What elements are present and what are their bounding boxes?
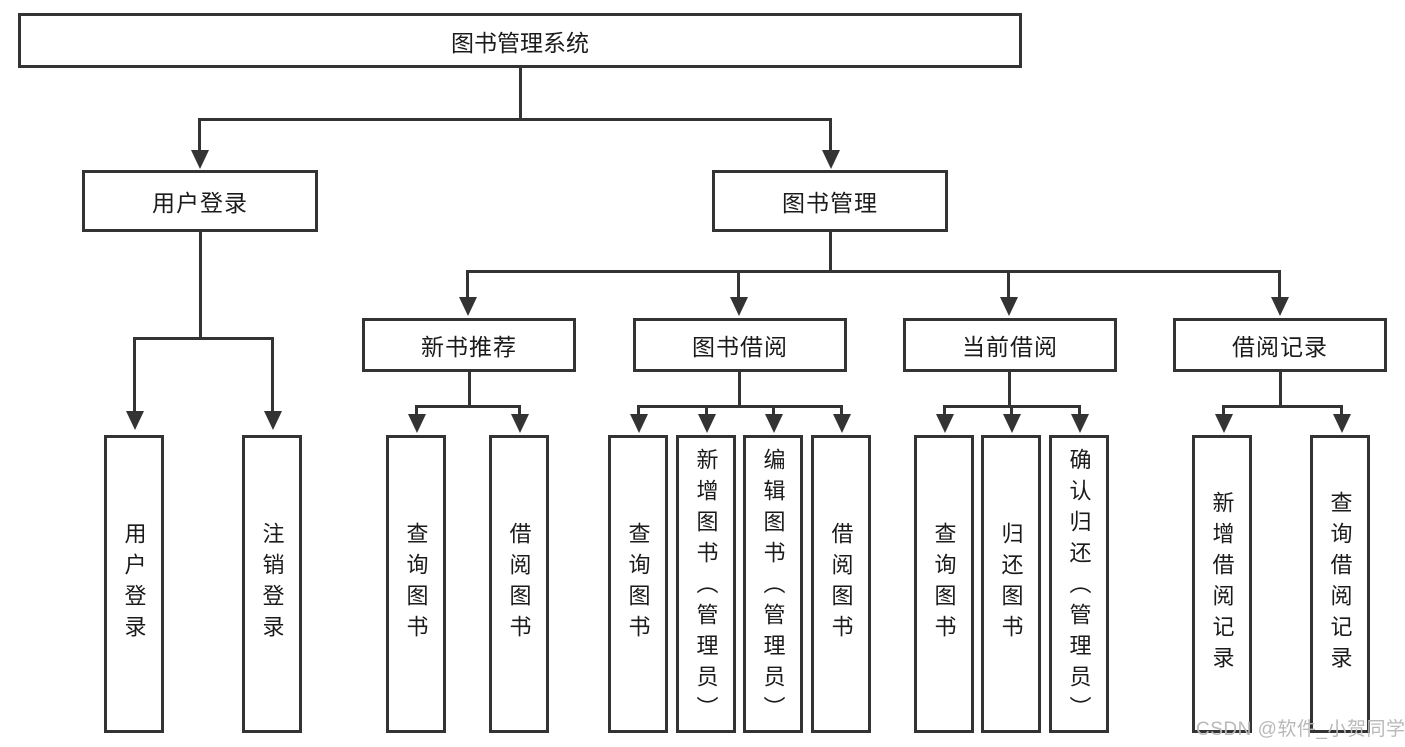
- node-label: 注销登录: [259, 522, 285, 646]
- node-label: 新增借阅记录: [1209, 491, 1235, 677]
- connector-to-new-book: [466, 270, 469, 298]
- node-current-borrow[interactable]: 当前借阅: [903, 318, 1117, 372]
- node-label: 编辑图书（管理员）: [760, 448, 786, 727]
- arrow-to-borrow-records: [1271, 297, 1289, 316]
- arrow-current-borrow-leaf1: [936, 414, 954, 433]
- arrow-to-new-book: [459, 297, 477, 316]
- connector-user-login-bus: [133, 337, 274, 340]
- leaf-query-book-recommend[interactable]: 查询图书: [386, 435, 446, 733]
- arrow-to-current-borrow: [1000, 297, 1018, 316]
- connector-to-book-borrow: [737, 270, 740, 298]
- node-label: 查询图书: [625, 522, 651, 646]
- arrow-book-borrow-leaf3: [765, 414, 783, 433]
- connector-to-borrow-records: [1278, 270, 1281, 298]
- arrow-borrow-records-leaf1: [1215, 414, 1233, 433]
- connector-book-borrow-bus: [637, 405, 842, 408]
- connector-user-login-stem: [199, 232, 202, 337]
- connector-book-borrow-leaf4: [840, 405, 843, 417]
- arrow-new-book-leaf2: [511, 414, 529, 433]
- node-book-management[interactable]: 图书管理: [712, 170, 948, 232]
- connector-borrow-records-leaf1: [1222, 405, 1225, 417]
- arrow-to-user-login: [191, 150, 209, 169]
- leaf-edit-book-admin[interactable]: 编辑图书（管理员）: [743, 435, 803, 733]
- node-label: 借阅图书: [828, 522, 854, 646]
- arrow-book-borrow-leaf2: [698, 414, 716, 433]
- node-label: 借阅记录: [1232, 334, 1328, 360]
- connector-user-login-leaf1: [133, 337, 136, 412]
- connector-to-user-login: [198, 118, 201, 151]
- node-label: 借阅图书: [506, 522, 532, 646]
- node-label: 确认归还（管理员）: [1066, 448, 1092, 727]
- node-new-book-recommend[interactable]: 新书推荐: [362, 318, 576, 372]
- leaf-query-book-borrow[interactable]: 查询图书: [608, 435, 668, 733]
- arrow-current-borrow-leaf2: [1003, 414, 1021, 433]
- connector-borrow-records-stem: [1279, 372, 1282, 405]
- connector-user-login-leaf2: [271, 337, 274, 412]
- leaf-confirm-return-admin[interactable]: 确认归还（管理员）: [1049, 435, 1109, 733]
- connector-current-borrow-stem: [1008, 372, 1011, 405]
- node-user-login[interactable]: 用户登录: [82, 170, 318, 232]
- connector-level1-bus: [198, 118, 832, 121]
- arrow-new-book-leaf1: [408, 414, 426, 433]
- connector-new-book-bus: [415, 405, 521, 408]
- node-label: 查询借阅记录: [1327, 491, 1353, 677]
- leaf-logout[interactable]: 注销登录: [242, 435, 302, 733]
- connector-current-borrow-leaf1: [943, 405, 946, 417]
- node-label: 归还图书: [998, 522, 1024, 646]
- connector-book-borrow-leaf2: [705, 405, 708, 417]
- node-label: 图书借阅: [692, 334, 788, 360]
- arrow-book-borrow-leaf4: [833, 414, 851, 433]
- arrow-user-login-leaf2: [264, 411, 282, 430]
- leaf-user-login[interactable]: 用户登录: [104, 435, 164, 733]
- leaf-return-book[interactable]: 归还图书: [981, 435, 1041, 733]
- connector-to-current-borrow: [1007, 270, 1010, 298]
- node-root-system[interactable]: 图书管理系统: [18, 13, 1022, 68]
- connector-borrow-records-leaf2: [1340, 405, 1343, 417]
- node-label: 查询图书: [931, 522, 957, 646]
- connector-new-book-leaf1: [415, 405, 418, 417]
- node-label: 图书管理: [782, 190, 878, 216]
- connector-book-borrow-leaf1: [637, 405, 640, 417]
- node-label: 新书推荐: [421, 334, 517, 360]
- node-label: 用户登录: [152, 190, 248, 216]
- connector-current-borrow-leaf2: [1010, 405, 1013, 417]
- arrow-borrow-records-leaf2: [1333, 414, 1351, 433]
- leaf-query-book-current[interactable]: 查询图书: [914, 435, 974, 733]
- connector-level3-bus: [466, 270, 1278, 273]
- connector-root-stem: [519, 68, 522, 118]
- connector-new-book-leaf2: [518, 405, 521, 417]
- arrow-to-book-manage: [822, 150, 840, 169]
- node-book-borrow[interactable]: 图书借阅: [633, 318, 847, 372]
- node-label: 图书管理系统: [451, 29, 589, 56]
- arrow-book-borrow-leaf1: [630, 414, 648, 433]
- leaf-borrow-book[interactable]: 借阅图书: [811, 435, 871, 733]
- watermark-text: CSDN @软件_小贺同学: [1196, 719, 1405, 740]
- leaf-add-book-admin[interactable]: 新增图书（管理员）: [676, 435, 736, 733]
- connector-book-borrow-stem: [738, 372, 741, 405]
- node-label: 当前借阅: [962, 334, 1058, 360]
- leaf-add-borrow-record[interactable]: 新增借阅记录: [1192, 435, 1252, 733]
- node-label: 用户登录: [121, 522, 147, 646]
- arrow-user-login-leaf1: [126, 411, 144, 430]
- connector-borrow-records-bus: [1222, 405, 1343, 408]
- connector-to-book-manage: [829, 118, 832, 151]
- arrow-to-book-borrow: [730, 297, 748, 316]
- connector-book-borrow-leaf3: [772, 405, 775, 417]
- connector-book-manage-stem: [829, 232, 832, 270]
- connector-current-borrow-leaf3: [1078, 405, 1081, 417]
- leaf-borrow-book-recommend[interactable]: 借阅图书: [489, 435, 549, 733]
- node-label: 新增图书（管理员）: [693, 448, 719, 727]
- connector-new-book-stem: [468, 372, 471, 405]
- node-borrow-records[interactable]: 借阅记录: [1173, 318, 1387, 372]
- arrow-current-borrow-leaf3: [1071, 414, 1089, 433]
- node-label: 查询图书: [403, 522, 429, 646]
- csdn-watermark: CSDN @软件_小贺同学: [1196, 714, 1405, 741]
- leaf-query-borrow-record[interactable]: 查询借阅记录: [1310, 435, 1370, 733]
